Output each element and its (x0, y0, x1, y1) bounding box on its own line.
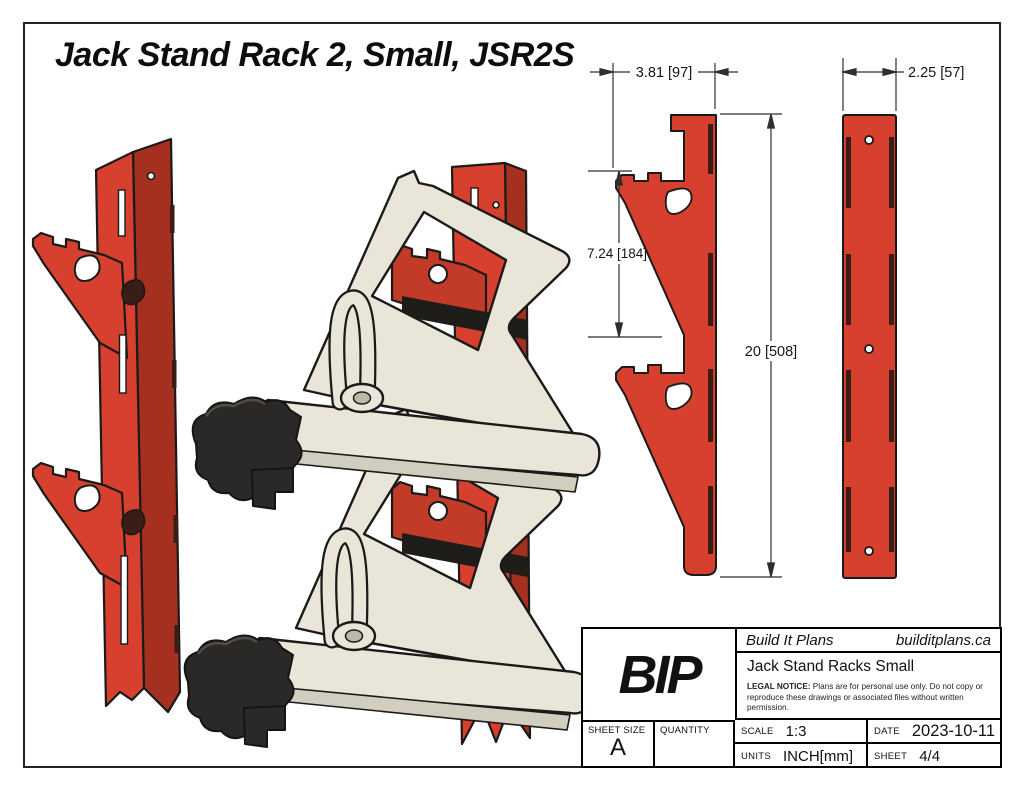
company-row: Build It Plans builditplans.ca (735, 629, 1000, 653)
sheet-size-cell: SHEET SIZE A (583, 720, 655, 768)
company-name: Build It Plans (746, 631, 834, 649)
front-holes (864, 135, 874, 556)
dim-total-height: 20 [508] (745, 344, 797, 360)
iso-edge-slots (170, 205, 179, 653)
profile-hole-upper (664, 187, 693, 215)
quantity-label: QUANTITY (660, 725, 710, 736)
scale-cell: SCALE 1:3 (735, 720, 868, 744)
sheet-number-cell: SHEET 4/4 (868, 744, 1000, 768)
dim-hook-pitch: 7.24 [184] (587, 246, 647, 261)
date-label: DATE (874, 725, 900, 737)
dim-width-side: 3.81 [97] (636, 65, 692, 81)
drawing-title-cell: Jack Stand Racks Small LEGAL NOTICE: Pla… (735, 653, 1000, 720)
legal-notice: LEGAL NOTICE: Plans are for personal use… (747, 682, 994, 714)
dimensions (588, 58, 904, 578)
iso-hook-plate (31, 231, 129, 360)
quantity-cell: QUANTITY (655, 720, 735, 768)
date-cell: DATE 2023-10-11 (868, 720, 1000, 744)
units-label: UNITS (741, 750, 771, 762)
drawing-title: Jack Stand Racks Small (747, 658, 915, 675)
sheet-size-value: A (609, 734, 626, 761)
website: builditplans.ca (895, 631, 991, 649)
iso-rack-view (31, 137, 182, 714)
scale-label: SCALE (741, 725, 774, 737)
logo-cell: BIP (583, 629, 735, 720)
units-cell: UNITS INCH[mm] (735, 744, 868, 768)
page-title: Jack Stand Rack 2, Small, JSR2S (55, 36, 575, 74)
iso-hook-upper (31, 231, 146, 360)
jack-stand-upper (193, 171, 600, 509)
rail-hole (492, 201, 500, 209)
iso-face-teardrop (121, 279, 146, 306)
sheet-border (23, 22, 1001, 768)
sheet-size-label: SHEET SIZE (588, 725, 646, 736)
iso-hook-hole (73, 254, 101, 282)
sheet-number-label: SHEET (874, 750, 908, 762)
profile-edge-slots (708, 124, 713, 554)
profile-hole-lower (664, 382, 693, 410)
side-profile-view (615, 114, 717, 576)
front-slots (846, 137, 894, 552)
bip-logo: BIP (618, 644, 702, 705)
iso-rail-slots (117, 189, 129, 645)
date-value: 2023-10-11 (911, 721, 996, 740)
title-block: BIP Build It Plans builditplans.ca Jack … (581, 627, 1002, 768)
legal-notice-label: LEGAL NOTICE: (747, 682, 811, 692)
rail-hook-hole (428, 264, 448, 284)
iso-rail-hole (146, 171, 156, 181)
profile-outline (615, 114, 717, 576)
units-value: INCH[mm] (783, 747, 853, 765)
scale-value: 1:3 (785, 722, 807, 740)
legal-notice-text: Plans are for personal use only. Do not … (747, 682, 983, 713)
front-view (842, 114, 897, 579)
dim-width-front: 2.25 [57] (908, 65, 964, 81)
sheet-number-value: 4/4 (919, 747, 941, 765)
